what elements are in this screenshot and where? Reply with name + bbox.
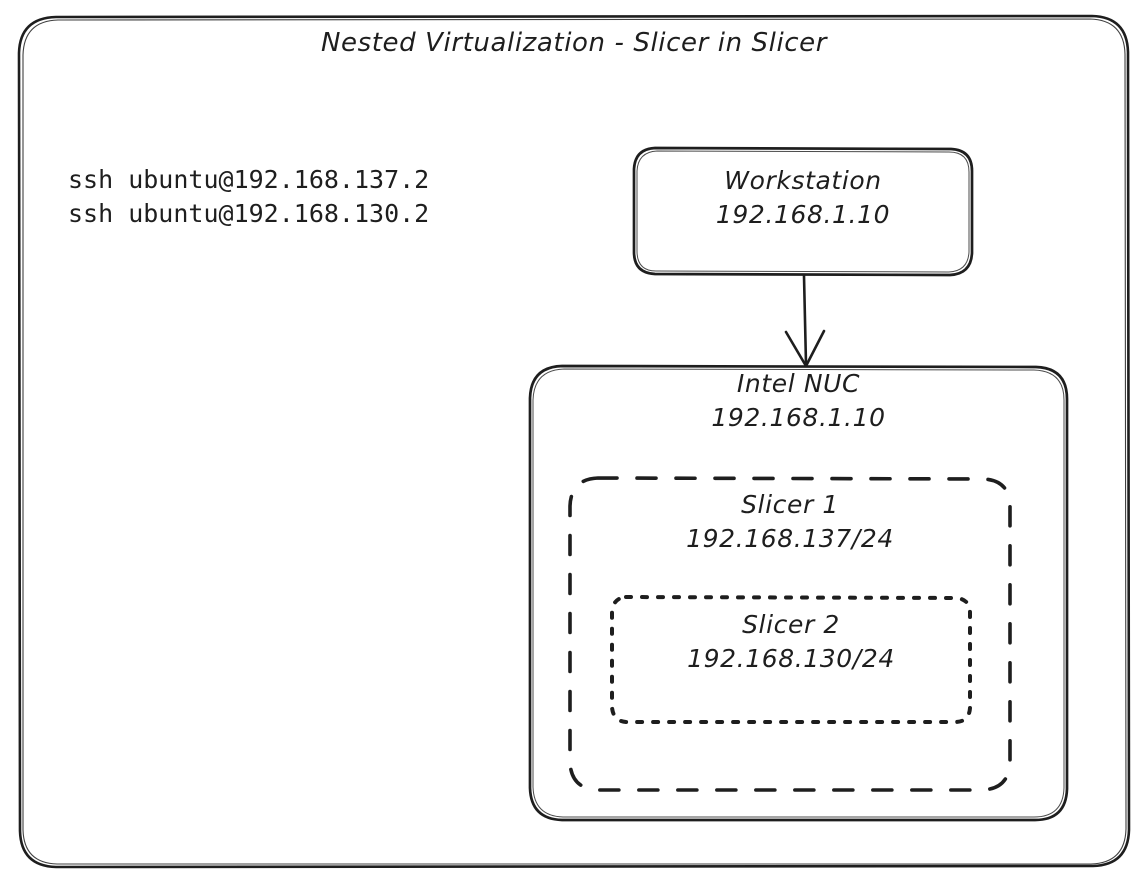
workstation-box-shape [632, 146, 974, 277]
workstation-name: Workstation [724, 166, 882, 195]
intel-nuc-name: Intel NUC [736, 369, 861, 398]
slicer2-name: Slicer 2 [742, 610, 840, 639]
intel-nuc-label-group: Intel NUC 192.168.1.10 [530, 371, 1067, 430]
page-title: Nested Virtualization - Slicer in Slicer [320, 28, 828, 58]
workstation-to-nuc-arrow-shape [784, 274, 826, 368]
workstation-address: 192.168.1.10 [715, 200, 891, 229]
outer-frame-shape [17, 14, 1131, 869]
intel-nuc-address: 192.168.1.10 [711, 403, 886, 432]
slicer2-label-group: Slicer 2 192.168.130/24 [612, 612, 970, 671]
ssh-commands-block: ssh ubuntu@192.168.137.2 ssh ubuntu@192.… [68, 163, 429, 231]
slicer2-address: 192.168.130/24 [687, 644, 895, 673]
workstation-label-group: Workstation 192.168.1.10 [634, 168, 972, 227]
slicer1-name: Slicer 1 [741, 490, 839, 519]
slicer1-box-shape [568, 476, 1012, 792]
intel-nuc-box-shape [528, 364, 1069, 822]
slicer1-address: 192.168.137/24 [686, 524, 894, 553]
ssh-command-slicer1: ssh ubuntu@192.168.137.2 [68, 165, 430, 194]
ssh-command-slicer2: ssh ubuntu@192.168.130.2 [68, 198, 430, 228]
slicer1-label-group: Slicer 1 192.168.137/24 [570, 492, 1010, 551]
